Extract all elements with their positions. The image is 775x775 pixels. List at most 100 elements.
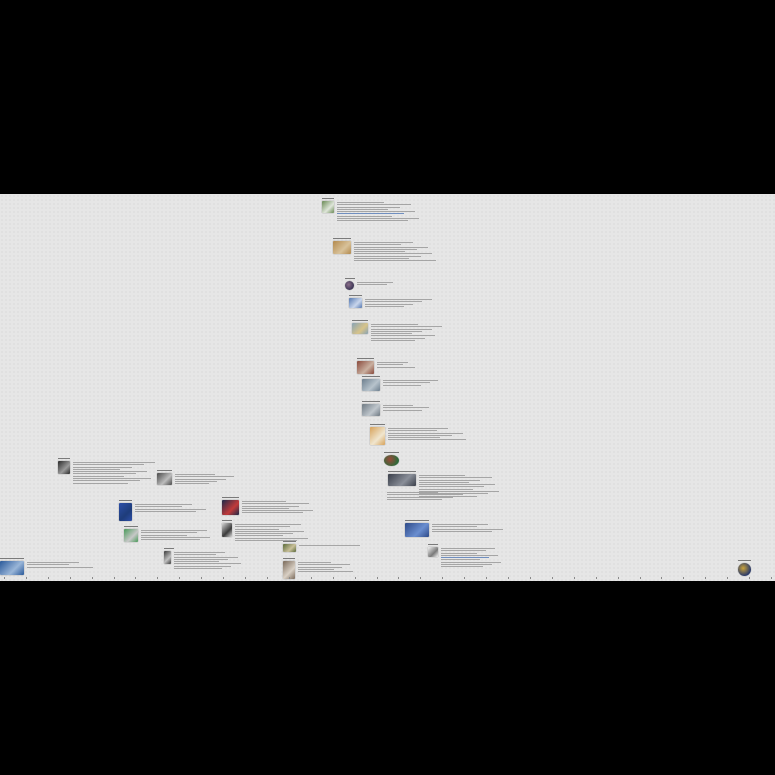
event-text-line [419,484,496,485]
event-thumbnail[interactable] [58,461,70,474]
axis-tick [727,577,728,579]
event-title-line [283,541,296,542]
event-thumbnail[interactable] [333,241,351,254]
event-title-line [222,497,239,498]
event-text-line [175,478,226,480]
event-thumbnail[interactable] [362,379,380,391]
event-thumbnail[interactable] [370,427,385,445]
event-text-line [419,491,500,492]
event-text-line [135,506,183,508]
event-thumbnail[interactable] [283,544,296,552]
event-text-line [141,536,210,538]
axis-tick [683,577,684,579]
event-text-line [174,558,229,560]
event-thumbnail[interactable] [222,500,239,515]
event-thumbnail[interactable] [362,404,380,416]
event-text-line [141,534,188,536]
event-text-line [298,568,334,570]
axis-tick [113,577,115,579]
axis-tick [705,577,706,579]
event-thumbnail[interactable] [283,561,295,579]
event-description [141,530,210,541]
event-text-line [441,550,487,552]
event-text-line [242,501,287,502]
event-text-line [371,333,412,334]
event-text-line [175,474,215,475]
event-text-line [242,512,303,514]
event-text-line [388,434,452,436]
timeline-viewport[interactable] [0,194,775,581]
event-title-line [345,278,355,279]
event-title-line [428,544,438,545]
event-text-line [354,255,421,257]
event-title-line [58,458,70,459]
event-text-line [299,545,360,546]
axis-tick [595,577,597,579]
event-thumbnail[interactable] [124,529,138,542]
event-text-line [441,554,499,556]
event-thumbnail[interactable] [738,563,751,576]
event-text-line [337,204,412,206]
event-text-line [337,220,408,222]
event-thumbnail[interactable] [164,551,171,564]
axis-tick [771,577,772,579]
event-text-line [387,494,464,496]
event-text-line [73,468,121,470]
event-text-line [337,213,404,215]
event-text-line [365,299,432,300]
event-text-line [441,564,493,565]
event-thumbnail[interactable] [345,281,354,290]
axis-tick [442,577,443,579]
event-description [365,299,432,308]
event-text-line [388,428,448,429]
event-text-line [235,524,301,525]
event-text-line [354,251,406,252]
event-text-line [419,477,492,479]
event-thumbnail[interactable] [384,455,399,466]
event-title-line [370,424,385,425]
event-description [387,492,464,501]
event-text-line [175,480,218,482]
axis-tick [332,577,334,579]
event-text-line [441,552,478,554]
event-description [298,562,353,573]
event-text-line [73,473,136,475]
timeline-axis[interactable] [0,577,775,581]
event-thumbnail[interactable] [119,503,132,521]
event-thumbnail[interactable] [405,523,429,537]
event-text-line [141,539,201,540]
event-text-line [371,335,435,337]
event-thumbnail[interactable] [322,201,334,213]
event-text-line [298,566,342,568]
event-text-line [27,564,69,566]
event-text-line [441,548,496,549]
axis-tick [266,577,268,579]
event-description [27,562,93,569]
event-text-line [235,528,279,530]
event-text-line [298,562,331,563]
event-text-line [441,566,484,568]
axis-tick [661,577,663,579]
event-thumbnail[interactable] [222,523,232,537]
event-text-line [354,248,417,250]
event-thumbnail[interactable] [428,547,438,557]
event-text-line [377,366,416,368]
event-title-line [222,520,232,521]
event-thumbnail[interactable] [0,561,24,575]
event-thumbnail[interactable] [349,298,362,308]
event-thumbnail[interactable] [352,323,368,334]
event-text-line [371,328,432,330]
axis-tick [179,577,180,579]
event-text-line [73,478,152,479]
event-text-line [242,503,310,505]
event-text-line [73,482,129,484]
event-text-line [27,562,80,563]
event-thumbnail[interactable] [357,361,374,374]
event-text-line [383,405,413,406]
event-thumbnail[interactable] [157,473,172,485]
event-description [377,362,416,369]
event-thumbnail[interactable] [388,474,416,486]
letterbox-top [0,0,775,194]
event-title-line [384,452,399,453]
event-text-line [242,505,300,507]
